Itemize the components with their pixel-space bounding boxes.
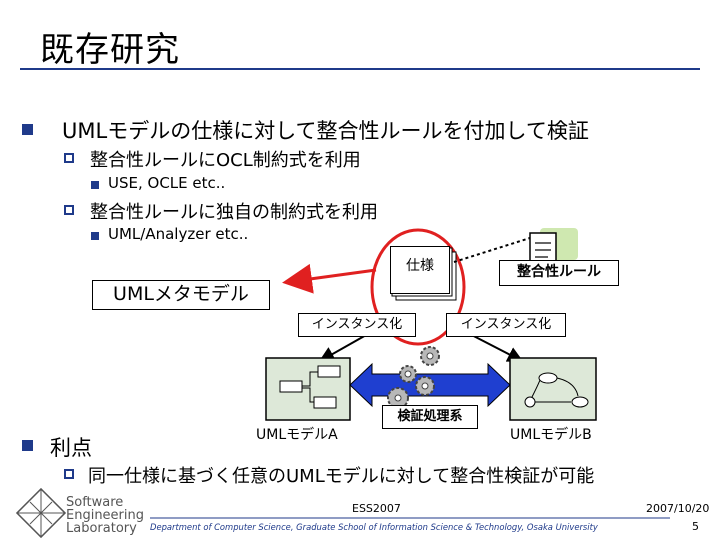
bullet-marker-small xyxy=(91,181,99,189)
instantiate-right-label: インスタンス化 xyxy=(460,317,552,332)
metamodel-label: UMLメタモデル xyxy=(113,283,249,305)
bullet-marker-small xyxy=(91,232,99,240)
bullet-1-2-1: UML/Analyzer etc.. xyxy=(108,225,249,243)
bullet-marker xyxy=(22,124,33,135)
sub-bullet-marker xyxy=(64,153,74,163)
model-a-box xyxy=(265,357,351,421)
verifier-label: 検証処理系 xyxy=(397,409,463,424)
verifier-box: 検証処理系 xyxy=(382,405,478,429)
instantiate-left-label: インスタンス化 xyxy=(311,317,403,332)
dotted-connector xyxy=(453,237,531,263)
bullet-1-1: 整合性ルールにOCL制約式を利用 xyxy=(90,150,361,171)
conference-label: ESS2007 xyxy=(352,502,401,515)
logo-line-3: Laboratory xyxy=(66,521,137,536)
gear-icon xyxy=(387,346,440,409)
lab-logo-text: Software Engineering Laboratory xyxy=(66,496,144,535)
bullet-2: 利点 xyxy=(50,436,92,460)
metamodel-box: UMLメタモデル xyxy=(92,280,270,310)
spec-box: 仕様 xyxy=(390,246,450,294)
document-icon xyxy=(529,232,557,266)
model-b-box xyxy=(509,357,597,421)
bullet-1: UMLモデルの仕様に対して整合性ルールを付加して検証 xyxy=(62,119,589,143)
bullet-1-2: 整合性ルールに独自の制約式を利用 xyxy=(90,202,378,223)
bullet-1-1-1: USE, OCLE etc.. xyxy=(108,174,226,192)
lab-logo-icon xyxy=(15,487,67,539)
bullet-2-1: 同一仕様に基づく任意のUMLモデルに対して整合性検証が可能 xyxy=(88,466,595,487)
date-label: 2007/10/20 xyxy=(646,502,710,515)
sub-bullet-marker xyxy=(64,469,74,479)
consistency-rule-label: 整合性ルール xyxy=(517,264,601,280)
logo-line-2: Engineering xyxy=(66,508,144,523)
highlight-ellipse xyxy=(370,228,466,346)
instantiate-left-box: インスタンス化 xyxy=(298,313,416,337)
spec-label: 仕様 xyxy=(406,258,434,274)
department-label: Department of Computer Science, Graduate… xyxy=(150,522,598,532)
instantiate-right-box: インスタンス化 xyxy=(446,313,566,337)
page-title: 既存研究 xyxy=(40,30,180,70)
sub-bullet-marker xyxy=(64,205,74,215)
page-number: 5 xyxy=(692,520,699,533)
logo-line-1: Software xyxy=(66,495,124,510)
consistency-rule-box: 整合性ルール xyxy=(499,260,619,286)
model-b-label: UMLモデルB xyxy=(510,427,592,443)
model-a-label: UMLモデルA xyxy=(256,427,338,443)
title-underline xyxy=(20,68,700,70)
bullet-marker xyxy=(22,440,33,451)
highlight-arrow xyxy=(282,263,377,294)
